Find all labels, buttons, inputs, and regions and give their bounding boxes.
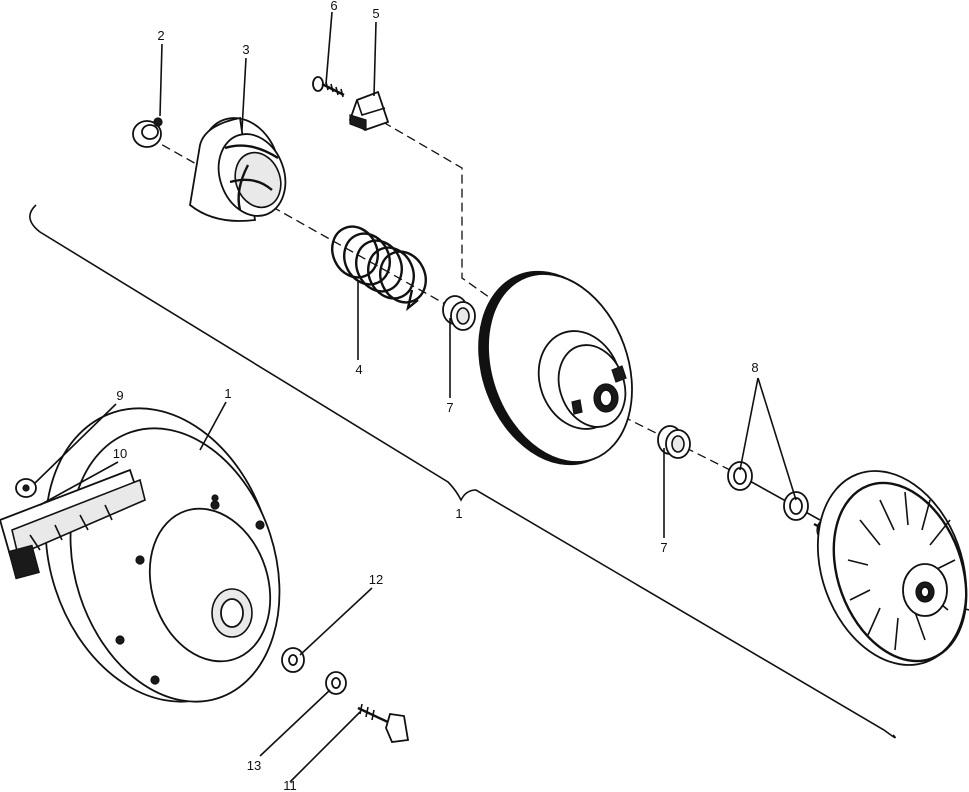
part-spring (331, 225, 427, 312)
part-bolt (357, 703, 410, 743)
part-washer-9 (15, 478, 37, 498)
callout-7-lower: 7 (660, 540, 667, 555)
assembly-bracket (29, 204, 896, 739)
callout-7-upper: 7 (446, 400, 453, 415)
callout-4: 4 (355, 362, 362, 377)
callout-1-top: 1 (224, 386, 231, 401)
callout-6: 6 (330, 0, 337, 13)
callout-5: 5 (372, 6, 379, 21)
part-washers (727, 461, 809, 521)
callout-9: 9 (116, 388, 123, 403)
part-washer-12 (281, 647, 305, 673)
leader-lines (33, 11, 797, 783)
part-lock-washer (325, 671, 347, 695)
part-button (348, 90, 390, 131)
part-snap-ring (132, 117, 163, 148)
part-bushing-lower (657, 425, 691, 459)
callout-10: 10 (113, 446, 127, 461)
part-helix-cam (189, 116, 287, 222)
callout-8: 8 (751, 360, 758, 375)
callout-1-bracket: 1 (455, 506, 462, 521)
part-drive-belt (0, 468, 146, 580)
callout-13: 13 (247, 758, 261, 773)
part-bushing-upper (442, 295, 476, 331)
callout-2: 2 (157, 28, 164, 43)
axis-line-5 (382, 121, 511, 313)
part-screw (312, 76, 345, 98)
axis-line-lower (609, 409, 731, 471)
callout-12: 12 (369, 572, 383, 587)
part-clutch-assembly (44, 407, 281, 703)
part-moveable-sheave (478, 270, 633, 466)
callout-3: 3 (242, 42, 249, 57)
part-stationary-sheave (813, 470, 968, 666)
callout-11: 11 (283, 778, 297, 792)
